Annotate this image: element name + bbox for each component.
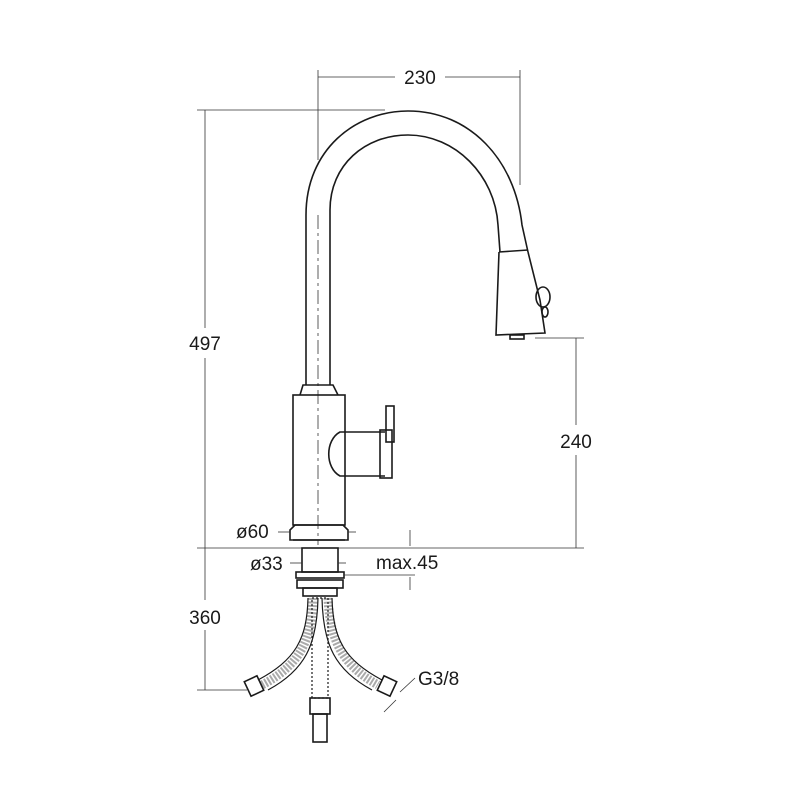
spout [305, 110, 529, 545]
max-thickness-label: max.45 [376, 553, 438, 574]
spout-height-label: 240 [560, 432, 592, 453]
dimension-total-height: 497 [189, 109, 385, 548]
dimension-thread: G3/8 [383, 669, 459, 713]
supply-hoses [243, 597, 398, 743]
thread-label: G3/8 [418, 669, 459, 690]
dimension-hose-length: 360 [189, 548, 247, 691]
spout-reach-label: 230 [404, 68, 436, 89]
dimension-spout-reach: 230 [317, 68, 521, 185]
hose-length-label: 360 [189, 608, 221, 629]
total-height-label: 497 [189, 334, 221, 355]
mounting-shank [295, 547, 345, 597]
dimension-shank-diameter: ø33 [250, 554, 346, 575]
faucet-body [289, 384, 349, 541]
shank-diameter-label: ø33 [250, 554, 283, 575]
base-diameter-label: ø60 [236, 522, 269, 543]
dimension-max-thickness: max.45 [344, 530, 438, 590]
dimension-base-diameter: ø60 [236, 522, 356, 543]
lever-handle [327, 405, 395, 479]
spray-head [495, 249, 551, 340]
dimension-spout-height: 240 [535, 337, 592, 548]
